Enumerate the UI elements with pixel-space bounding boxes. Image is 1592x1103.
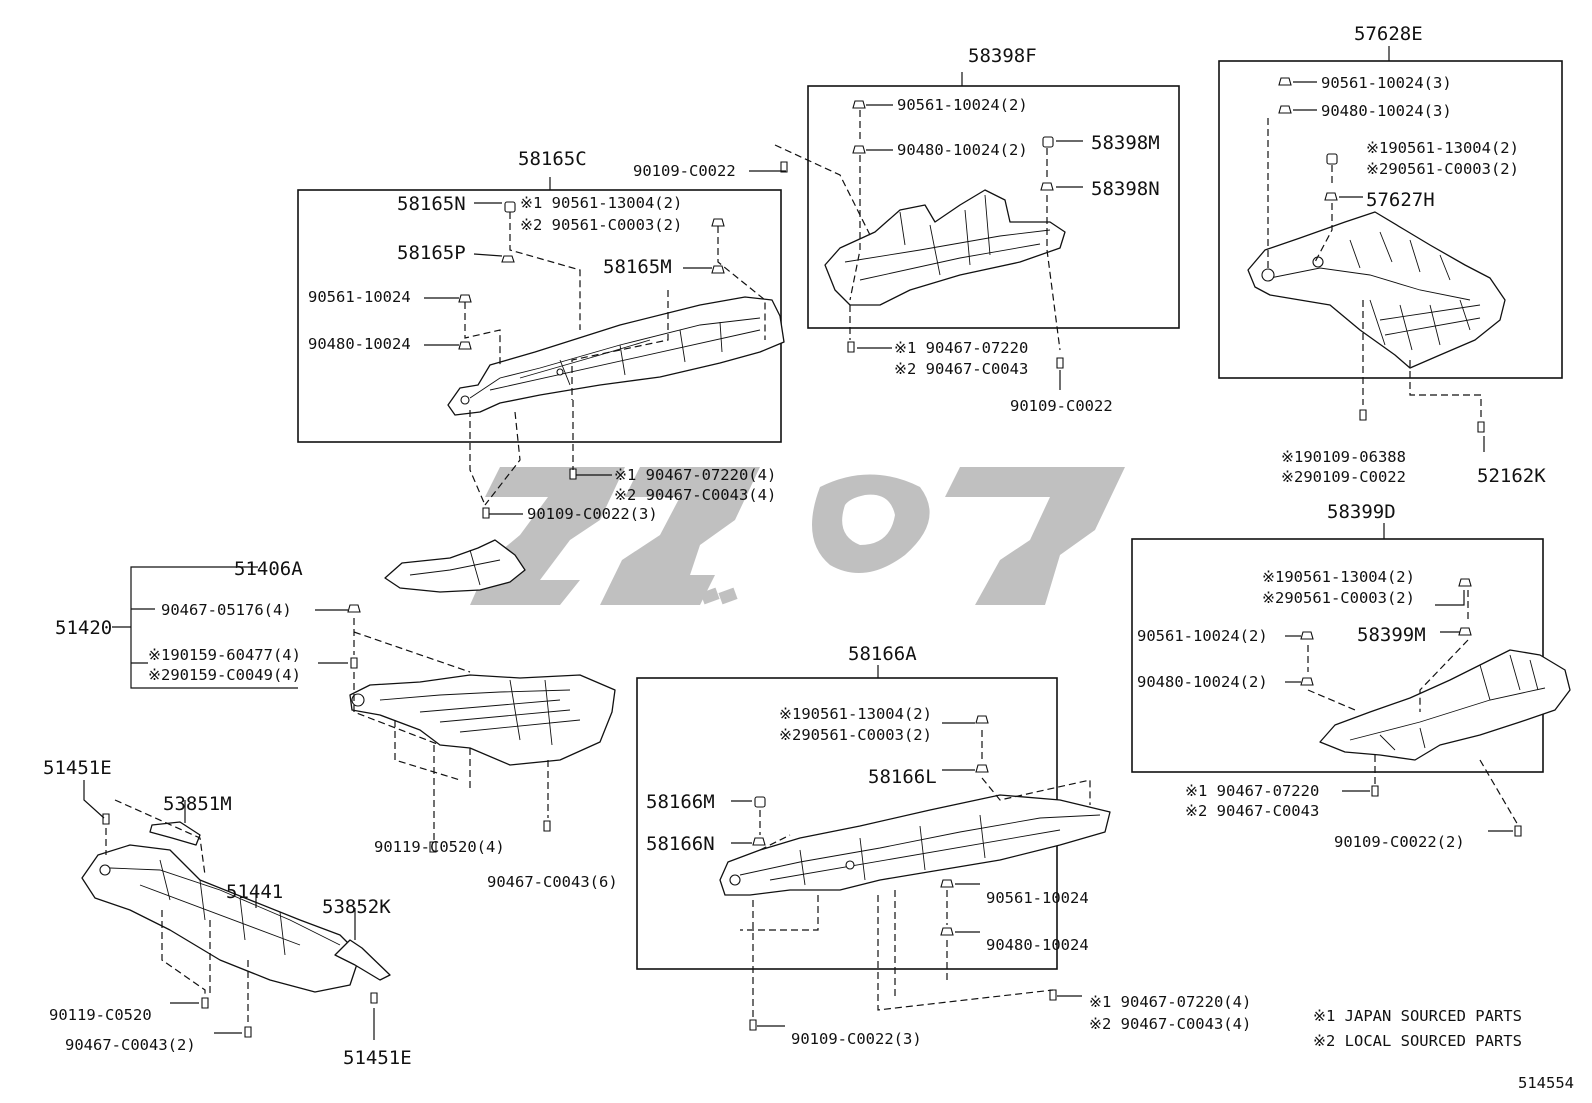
label-90467-07220-d: ※1 90467-07220	[1185, 782, 1319, 800]
label-57627h: 57627H	[1366, 189, 1435, 211]
label-90467-c0043-d: ※2 90467-C0043	[1185, 802, 1319, 820]
part-53852k-shape	[334, 939, 391, 981]
part-58165c-shape	[447, 296, 785, 416]
label-58166n: 58166N	[646, 833, 715, 855]
label-58398m: 58398M	[1091, 132, 1160, 154]
label-90480-10024-3: 90480-10024(3)	[1321, 102, 1452, 120]
label-57628e-clip-j: ※190561-13004(2)	[1366, 139, 1519, 157]
group-box-58165c	[297, 189, 782, 443]
label-90109-c0022-2-d: 90109-C0022(2)	[1334, 833, 1465, 851]
label-90109-c0022-c: ※290109-C0022	[1281, 468, 1406, 486]
label-58165p: 58165P	[397, 242, 466, 264]
part-58166a-shape	[719, 794, 1111, 896]
label-58165m: 58165M	[603, 256, 672, 278]
label-51420: 51420	[55, 617, 112, 639]
fastener-icons	[102, 77, 1522, 1038]
label-90119-c0520-4: 90119-C0520(4)	[374, 838, 505, 856]
group-box-58398f	[807, 85, 1180, 329]
label-90467-05176-4: 90467-05176(4)	[161, 601, 292, 619]
label-58166a-clip-j: ※190561-13004(2)	[779, 705, 932, 723]
label-90159-60477-4: ※190159-60477(4)	[148, 646, 301, 664]
label-90467-c0043-6: 90467-C0043(6)	[487, 873, 618, 891]
legend-local-sourced: ※2 LOCAL SOURCED PARTS	[1313, 1032, 1522, 1050]
label-90467-07220-4-a: ※1 90467-07220(4)	[614, 466, 776, 484]
label-57628e: 57628E	[1354, 23, 1423, 45]
part-57628e-shape	[1247, 211, 1506, 369]
label-58165n: 58165N	[397, 193, 466, 215]
label-90109-c0022-3-a: 90109-C0022(3)	[527, 505, 658, 523]
label-90467-c0043-b: ※2 90467-C0043	[894, 360, 1028, 378]
label-51406a: 51406A	[234, 558, 303, 580]
label-90480-10024-e: 90480-10024	[986, 936, 1089, 954]
label-90561-10024-a: 90561-10024	[308, 288, 411, 306]
label-51451e-top: 51451E	[43, 757, 112, 779]
label-58398n: 58398N	[1091, 178, 1160, 200]
label-58399d-clip-j: ※190561-13004(2)	[1262, 568, 1415, 586]
label-90561-10024-2-d: 90561-10024(2)	[1137, 627, 1268, 645]
labels: 58165C 58165N ※1 90561-13004(2) ※2 90561…	[43, 23, 1574, 1092]
group-box-58399d	[1131, 538, 1544, 773]
label-58166a: 58166A	[848, 643, 917, 665]
watermark-logo	[470, 467, 1125, 605]
label-58398f: 58398F	[968, 45, 1037, 67]
legend-japan-sourced: ※1 JAPAN SOURCED PARTS	[1313, 1007, 1522, 1025]
part-58399d-shape	[1319, 649, 1571, 761]
label-57628e-clip-l: ※290561-C0003(2)	[1366, 160, 1519, 178]
label-58165c: 58165C	[518, 148, 587, 170]
label-53851m: 53851M	[163, 793, 232, 815]
label-90561-10024-3: 90561-10024(3)	[1321, 74, 1452, 92]
label-90119-c0520: 90119-C0520	[49, 1006, 152, 1024]
label-90159-c0049-4: ※290159-C0049(4)	[148, 666, 301, 684]
label-51441: 51441	[226, 881, 283, 903]
label-90467-c0043-4-a: ※2 90467-C0043(4)	[614, 486, 776, 504]
label-90109-06388: ※190109-06388	[1281, 448, 1406, 466]
group-box-57628e	[1218, 60, 1563, 379]
label-90480-10024-2-b: 90480-10024(2)	[897, 141, 1028, 159]
label-58166a-clip-l: ※290561-C0003(2)	[779, 726, 932, 744]
label-90561-10024-2-b: 90561-10024(2)	[897, 96, 1028, 114]
label-58166m: 58166M	[646, 791, 715, 813]
label-58166l: 58166L	[868, 766, 937, 788]
label-90480-10024-2-d: 90480-10024(2)	[1137, 673, 1268, 691]
label-90561-10024-e: 90561-10024	[986, 889, 1089, 907]
label-90467-c0043-4-e: ※2 90467-C0043(4)	[1089, 1015, 1251, 1033]
label-58399m: 58399M	[1357, 624, 1426, 646]
label-90109-c0022-3-e: 90109-C0022(3)	[791, 1030, 922, 1048]
label-53852k: 53852K	[322, 896, 391, 918]
part-58398f-shape	[824, 189, 1066, 306]
label-51451e-bottom: 51451E	[343, 1047, 412, 1069]
label-90467-07220-b: ※1 90467-07220	[894, 339, 1028, 357]
label-58399d-clip-l: ※290561-C0003(2)	[1262, 589, 1415, 607]
leader-lines	[83, 46, 1519, 1040]
part-51406a-shape	[384, 539, 526, 593]
label-90109-c0022-a: 90109-C0022	[633, 162, 736, 180]
label-90467-c0043-2: 90467-C0043(2)	[65, 1036, 196, 1054]
label-58165c-clip-j: ※1 90561-13004(2)	[520, 194, 682, 212]
label-58165c-clip-l: ※2 90561-C0003(2)	[520, 216, 682, 234]
label-52162k: 52162K	[1477, 465, 1546, 487]
part-51441-shape	[81, 821, 391, 993]
part-51420-shape	[349, 674, 616, 766]
label-90109-c0022-b: 90109-C0022	[1010, 397, 1113, 415]
label-58399d: 58399D	[1327, 501, 1396, 523]
diagram-number: 514554	[1518, 1074, 1574, 1092]
label-90467-07220-4-e: ※1 90467-07220(4)	[1089, 993, 1251, 1011]
part-53851m-shape	[149, 821, 201, 846]
label-90480-10024-a: 90480-10024	[308, 335, 411, 353]
